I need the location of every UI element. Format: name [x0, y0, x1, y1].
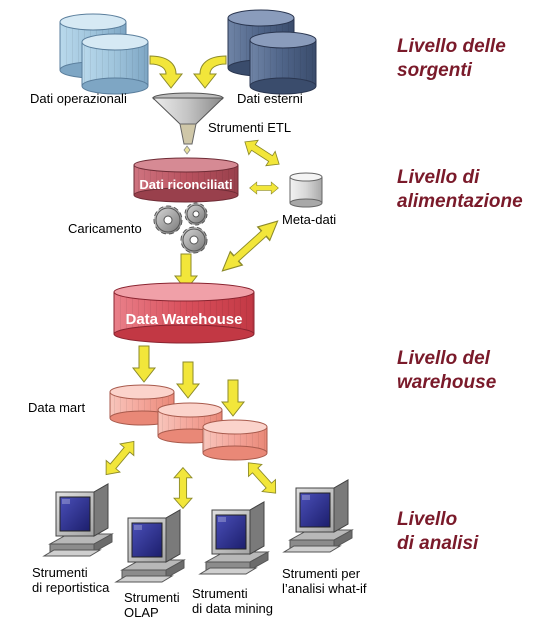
data-mart-database-icon — [109, 384, 268, 461]
operational-data-database-icon — [59, 13, 149, 95]
etl-metadata-arrow-icon — [239, 134, 285, 172]
datamart-reporting-arrow-icon — [98, 435, 142, 481]
reconciled-data-database-icon — [133, 157, 239, 203]
metadata-label: Meta-dati — [282, 212, 336, 227]
external-data-label: Dati esterni — [237, 91, 303, 106]
data-warehouse-label: Data Warehouse — [126, 311, 243, 328]
reconciled-metadata-arrow-icon — [249, 181, 279, 195]
gear-icon — [153, 202, 208, 254]
operational-data-label: Dati operazionali — [30, 91, 127, 106]
funnel-icon — [151, 92, 225, 155]
what-if-tools-label: Strumenti per l’analisi what-if — [282, 566, 367, 596]
operational-to-funnel-arrow-icon — [149, 55, 184, 89]
loading-label: Caricamento — [68, 221, 142, 236]
olap-tools-label: Strumenti OLAP — [124, 590, 183, 620]
etl-tools-label: Strumenti ETL — [208, 120, 291, 135]
reporting-computer-icon — [43, 483, 113, 557]
data-mart-label: Data mart — [28, 400, 85, 415]
external-data-database-icon — [227, 9, 317, 95]
analysis-level-title: Livello di analisi — [397, 509, 479, 554]
external-to-funnel-arrow-icon — [192, 55, 227, 89]
datamart-whatif-arrow-icon — [241, 456, 283, 500]
data-warehouse-database-icon — [113, 282, 255, 344]
warehouse-to-datamart-1-arrow-icon — [132, 345, 156, 383]
metadata-warehouse-arrow-icon — [215, 213, 285, 279]
feeding-level-title: Livello di alimentazione — [397, 167, 523, 212]
olap-computer-icon — [115, 509, 185, 583]
metadata-database-icon — [289, 172, 323, 208]
sources-level-title: Livello delle sorgenti — [397, 36, 511, 81]
data-mining-computer-icon — [199, 501, 269, 575]
what-if-computer-icon — [283, 479, 353, 553]
reconciled-data-label: Dati riconciliati — [139, 177, 232, 192]
warehouse-to-datamart-2-arrow-icon — [176, 361, 200, 399]
warehouse-level-title: Livello del warehouse — [397, 348, 497, 393]
data-mining-tools-label: Strumenti di data mining — [192, 586, 273, 616]
warehouse-to-datamart-3-arrow-icon — [221, 379, 245, 417]
datamart-olap-arrow-icon — [173, 467, 193, 509]
reporting-tools-label: Strumenti di reportistica — [32, 565, 110, 595]
